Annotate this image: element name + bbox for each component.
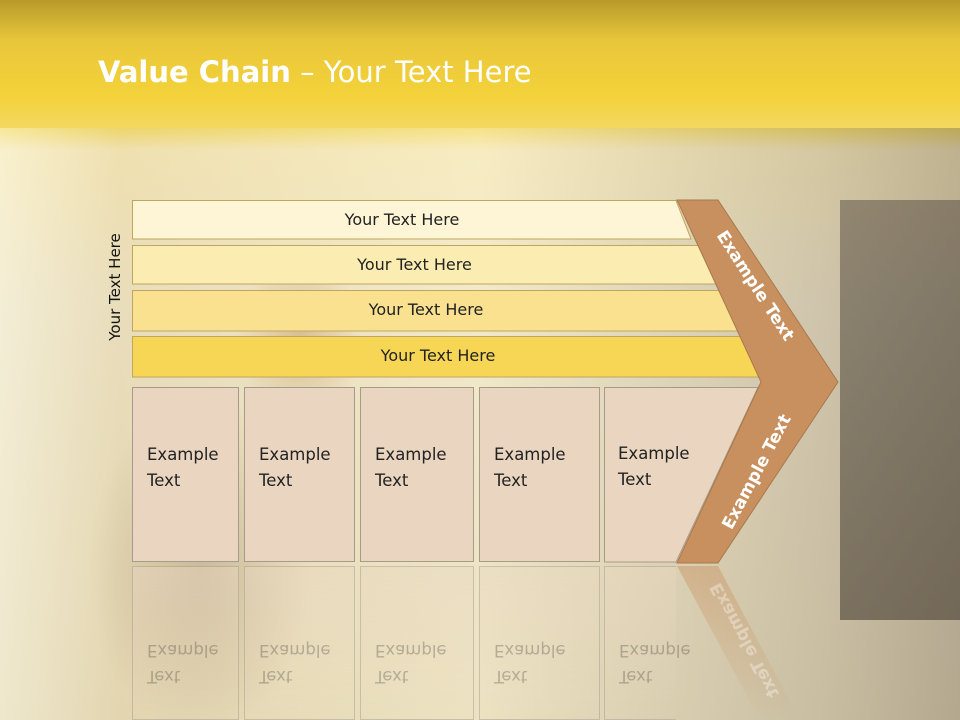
- reflection-box-5: Text Example: [604, 566, 691, 720]
- box-line-1: Example: [494, 445, 566, 464]
- box-line-1: Example: [147, 445, 219, 464]
- support-row-3: Your Text Here: [132, 290, 740, 332]
- reflection-line-1: Example: [375, 641, 447, 660]
- reflection-box-2: Text Example: [244, 566, 355, 720]
- reflection-box-4: Text Example: [479, 566, 600, 720]
- reflection-line-1: Example: [259, 641, 331, 660]
- box-line-1: Example: [259, 445, 331, 464]
- box-line-1: Example: [375, 445, 447, 464]
- vertical-label: Your Text Here: [106, 233, 124, 341]
- reflection-line-2: Text: [375, 667, 409, 686]
- reflection-line-1: Example: [147, 641, 219, 660]
- reflection-line-2: Text: [147, 667, 181, 686]
- title-rest: – Your Text Here: [290, 55, 532, 89]
- row-label: Your Text Here: [357, 254, 472, 274]
- row-label: Your Text Here: [344, 209, 460, 229]
- support-row-1: Your Text Here: [132, 200, 692, 240]
- primary-box-5: Example Text: [618, 441, 690, 493]
- support-row-4: Your Text Here: [132, 336, 764, 378]
- reflection-line-2: Text: [619, 667, 653, 686]
- reflection-line-1: Example: [619, 641, 691, 660]
- reflection-line-2: Text: [259, 667, 293, 686]
- reflection-line-1: Example: [494, 641, 566, 660]
- box-line-2: Text: [375, 471, 409, 490]
- reflection-box-1: Text Example: [132, 566, 239, 720]
- box-line-2: Text: [494, 471, 528, 490]
- row-label: Your Text Here: [368, 299, 484, 319]
- box-line-1: Example: [618, 444, 690, 463]
- slide-title: Value Chain – Your Text Here: [98, 55, 532, 89]
- piano-silhouette: [840, 200, 960, 620]
- box-line-2: Text: [618, 470, 652, 489]
- box-line-2: Text: [259, 471, 293, 490]
- title-bold: Value Chain: [98, 55, 291, 89]
- reflection-box-3: Text Example: [360, 566, 474, 720]
- box-line-2: Text: [147, 471, 181, 490]
- reflection-line-2: Text: [494, 667, 528, 686]
- row-label: Your Text Here: [380, 345, 496, 365]
- support-row-2: Your Text Here: [132, 245, 717, 285]
